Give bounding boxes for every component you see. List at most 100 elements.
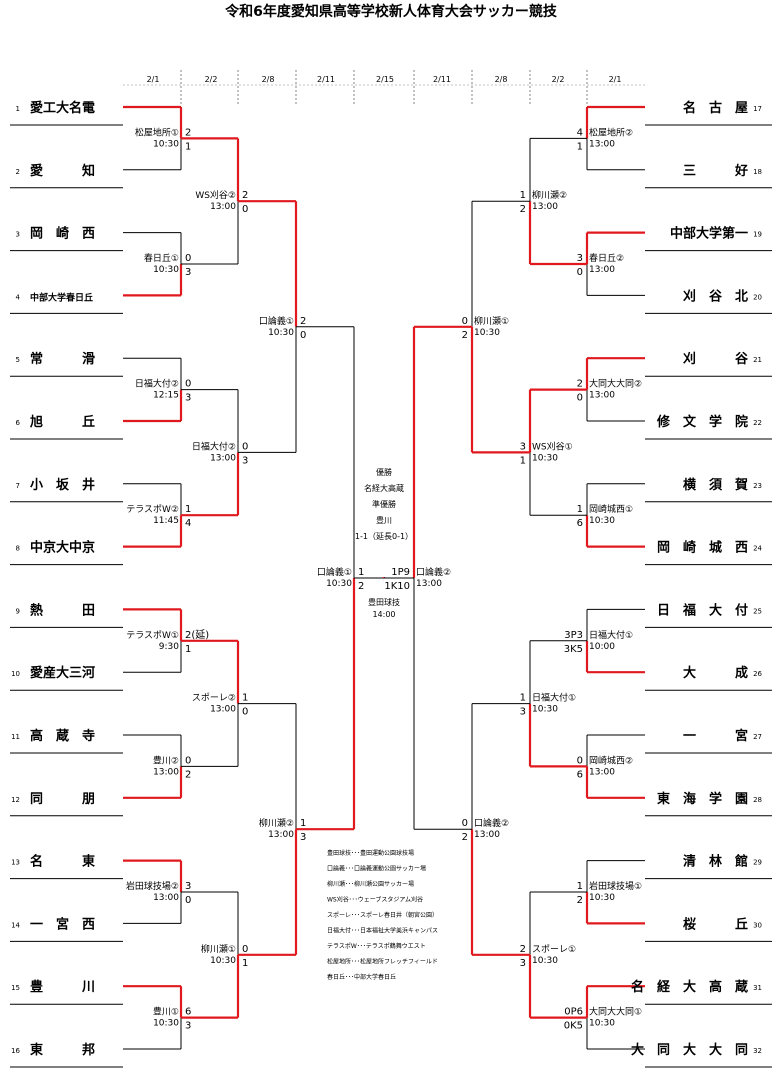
team-seed: 2 xyxy=(16,168,20,176)
round-date: 2/11 xyxy=(317,75,335,84)
match-time: 10:30 xyxy=(210,956,236,966)
team-seed: 21 xyxy=(753,356,762,364)
team-seed: 31 xyxy=(753,984,762,992)
match-score: 2 xyxy=(577,895,583,906)
match-time: 13:00 xyxy=(474,830,500,840)
match-time: 13:00 xyxy=(210,705,236,715)
team-name: 中京大中京 xyxy=(30,540,95,556)
team-seed: 30 xyxy=(753,921,762,929)
match-score: 3K5 xyxy=(564,644,583,655)
match-venue: 豊川① xyxy=(153,1006,179,1018)
match-time: 10:30 xyxy=(532,705,558,715)
team-seed: 7 xyxy=(16,482,20,490)
match-venue: 豊川② xyxy=(153,754,179,766)
team-name: 豊 川 xyxy=(30,979,95,995)
match-score: 3P3 xyxy=(564,630,583,641)
match-score: 0 xyxy=(185,379,191,390)
match-score: 2 xyxy=(300,316,306,327)
team-seed: 11 xyxy=(11,733,20,741)
match-time: 12:15 xyxy=(153,391,179,401)
team-seed: 4 xyxy=(16,293,21,301)
legend-item: 春日丘･･･中部大学春日丘 xyxy=(327,973,396,981)
match-score: 0 xyxy=(577,393,583,404)
match-venue: 口論義① xyxy=(259,315,294,327)
final-venue: 豊田球技 xyxy=(368,597,400,607)
match-score: 0 xyxy=(577,755,583,766)
team-seed: 9 xyxy=(16,607,20,615)
match-venue: WS刈谷① xyxy=(532,440,573,452)
match-score: 2 xyxy=(185,127,191,138)
team-seed: 16 xyxy=(11,1047,20,1055)
match-score: 0 xyxy=(242,441,248,452)
team-name: 修 文 学 院 xyxy=(656,414,748,430)
round-date: 2/11 xyxy=(433,75,451,84)
match-venue: 春日丘② xyxy=(589,252,624,264)
match-venue: スポーレ① xyxy=(532,944,576,955)
match-time: 13:00 xyxy=(416,579,442,589)
match-time: 10:30 xyxy=(474,328,500,338)
match-time: 13:00 xyxy=(589,767,615,777)
legend-item: 豊田球技･･･豊田運動公園球技場 xyxy=(327,849,414,857)
match-score: 6 xyxy=(577,518,583,529)
final-result-line: 1-1（延長0-1） xyxy=(355,531,413,541)
legend-item: 日福大付･･･日本福祉大学美浜キャンパス xyxy=(327,927,438,935)
match-time: 11:45 xyxy=(153,516,179,526)
match-time: 10:30 xyxy=(153,139,179,149)
match-time: 13:00 xyxy=(153,767,179,777)
team-name: 愛産大三河 xyxy=(30,665,95,681)
team-seed: 18 xyxy=(753,168,762,176)
team-name: 名 経 大 高 蔵 xyxy=(631,979,748,995)
match-time: 10:30 xyxy=(532,453,558,463)
team-seed: 28 xyxy=(753,796,762,804)
match-time: 13:00 xyxy=(210,202,236,212)
team-name: 一 宮 xyxy=(683,728,748,744)
match-time: 10:30 xyxy=(153,1019,179,1029)
match-score: 0P6 xyxy=(564,1007,583,1018)
match-time: 10:30 xyxy=(589,516,615,526)
match-score: 1 xyxy=(577,881,583,892)
team-name: 名 古 屋 xyxy=(683,100,748,116)
team-seed: 25 xyxy=(753,607,762,615)
match-venue: テラスポW② xyxy=(126,504,179,515)
match-venue: 松屋地所② xyxy=(589,126,633,138)
final-result-line: 優勝 xyxy=(376,467,392,477)
match-score: 0 xyxy=(185,253,191,264)
match-score: 6 xyxy=(185,1007,191,1018)
match-venue: 柳川瀬① xyxy=(201,943,236,955)
team-name: 岡 崎 城 西 xyxy=(657,540,748,556)
match-score: 1 xyxy=(242,958,248,969)
team-name: 清 林 館 xyxy=(683,854,748,870)
final-time: 14:00 xyxy=(372,610,395,619)
match-time: 10:30 xyxy=(268,328,294,338)
match-venue: 日福大付② xyxy=(192,440,236,452)
team-name: 中部大学春日丘 xyxy=(30,291,93,303)
match-score: 0 xyxy=(242,204,248,215)
team-name: 大 同 大 大 同 xyxy=(631,1042,748,1058)
team-name: 刈 谷 北 xyxy=(683,288,748,304)
match-score: 2 xyxy=(185,769,191,780)
match-venue: 岡崎城西① xyxy=(589,503,633,515)
match-score: 4 xyxy=(185,518,191,529)
match-score: 0 xyxy=(242,707,248,718)
match-score: 0 xyxy=(185,895,191,906)
match-time: 9:30 xyxy=(159,642,179,652)
team-name: 小 坂 井 xyxy=(30,477,95,493)
match-venue: 日福大付② xyxy=(135,378,179,390)
match-score: 2 xyxy=(577,379,583,390)
match-score: 0 xyxy=(185,755,191,766)
legend-item: 口論義･･･口論義運動公園サッカー場 xyxy=(327,865,426,873)
team-name: 岡 崎 西 xyxy=(30,226,95,242)
team-name: 名 東 xyxy=(30,854,95,870)
bracket-lines xyxy=(10,105,772,1068)
legend-item: スポーレ･･･スポーレ春日井（朝宮公園） xyxy=(327,911,438,919)
match-time: 10:30 xyxy=(532,956,558,966)
team-seed: 24 xyxy=(753,545,762,553)
match-score: 3 xyxy=(242,455,248,466)
match-score: 3 xyxy=(185,1021,191,1032)
round-date: 2/2 xyxy=(205,75,218,84)
team-name: 東 邦 xyxy=(30,1042,95,1058)
match-venue: 柳川瀬① xyxy=(474,315,509,327)
match-score: 2 xyxy=(462,330,468,341)
